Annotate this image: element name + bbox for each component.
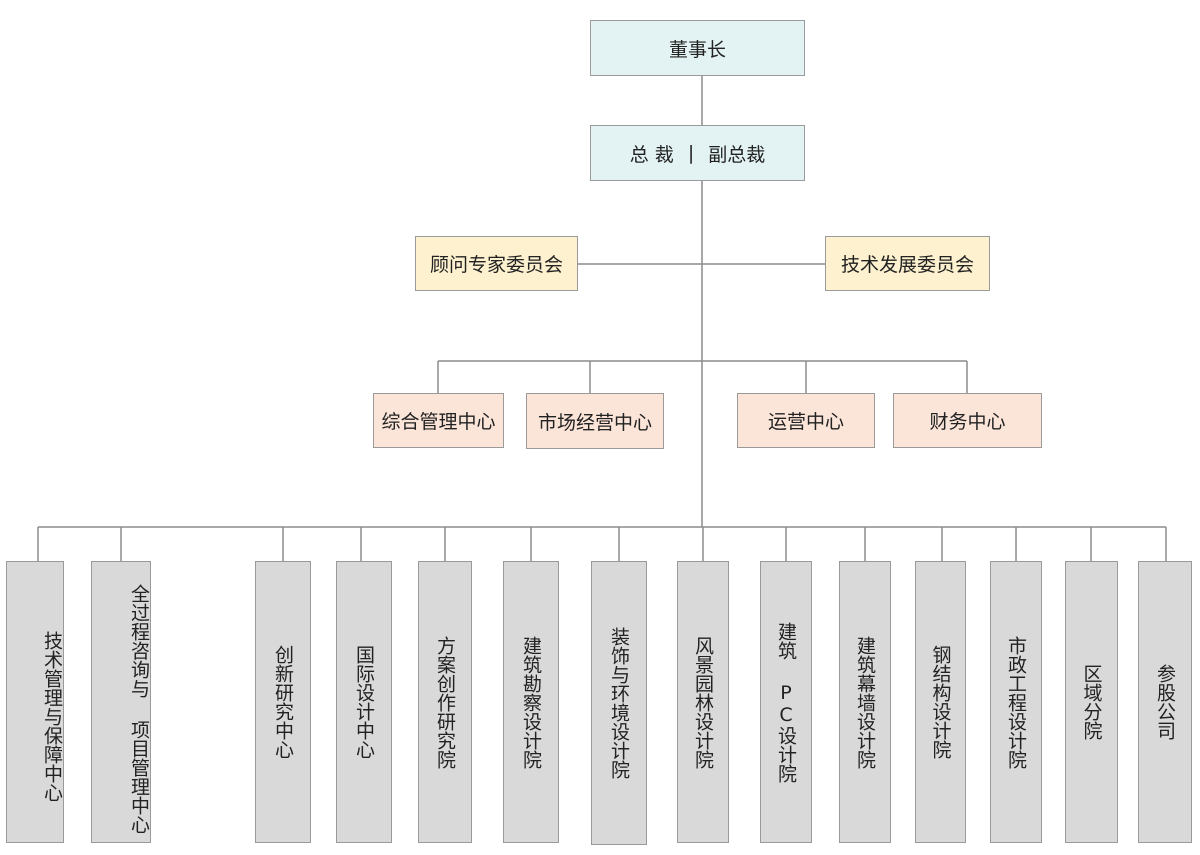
unit-label: 全过程咨询与 项目管理中心 bbox=[128, 584, 150, 834]
unit-innovation-research: 创新研究中心 bbox=[255, 561, 311, 843]
unit-label: 风景园林设计院 bbox=[692, 635, 714, 769]
center-label: 综合管理中心 bbox=[381, 411, 496, 433]
unit-building-pc-design: 建筑 PC设计院 bbox=[760, 561, 812, 843]
unit-affiliated-companies: 参股公司 bbox=[1138, 561, 1192, 843]
unit-label: 市政工程设计院 bbox=[1005, 635, 1027, 769]
center-label: 市场经营中心 bbox=[537, 411, 652, 434]
vice-president-label: 副总裁 bbox=[708, 143, 766, 166]
unit-label: 区域分院 bbox=[1080, 664, 1103, 740]
unit-whole-process-consulting: 全过程咨询与 项目管理中心 bbox=[91, 561, 151, 843]
center-label: 财务中心 bbox=[929, 411, 1006, 433]
unit-label: 建筑幕墙设计院 bbox=[854, 635, 876, 769]
unit-curtain-wall-design: 建筑幕墙设计院 bbox=[839, 561, 891, 843]
unit-landscape-architecture: 风景园林设计院 bbox=[677, 561, 729, 843]
unit-tech-management: 技术管理与保障中心 bbox=[6, 561, 64, 843]
unit-label: 技术管理与保障中心 bbox=[41, 631, 63, 802]
unit-decoration-environment: 装饰与环境设计院 bbox=[591, 561, 647, 845]
unit-municipal-engineering: 市政工程设计院 bbox=[990, 561, 1042, 843]
center-label: 运营中心 bbox=[767, 411, 844, 433]
chairman-box: 董事长 bbox=[590, 20, 805, 76]
executive-separator: | bbox=[687, 142, 695, 164]
unit-label: 国际设计中心 bbox=[353, 645, 375, 759]
center-finance: 财务中心 bbox=[893, 393, 1042, 448]
unit-international-design: 国际设计中心 bbox=[336, 561, 392, 843]
unit-label: 装饰与环境设计院 bbox=[608, 627, 630, 779]
unit-architectural-survey: 建筑勘察设计院 bbox=[503, 561, 559, 843]
chairman-label: 董事长 bbox=[668, 38, 726, 61]
unit-label: 建筑勘察设计院 bbox=[520, 635, 542, 769]
tech-development-committee-box: 技术发展委员会 bbox=[825, 236, 990, 291]
executive-box: 总 裁 | 副总裁 bbox=[590, 125, 805, 181]
unit-regional-branch: 区域分院 bbox=[1065, 561, 1118, 843]
unit-scheme-creation: 方案创作研究院 bbox=[418, 561, 472, 843]
unit-label: 创新研究中心 bbox=[272, 645, 294, 759]
president-label: 总 裁 bbox=[629, 143, 674, 166]
unit-label: 建筑 PC设计院 bbox=[775, 621, 797, 783]
unit-label: 方案创作研究院 bbox=[434, 635, 456, 769]
center-general-management: 综合管理中心 bbox=[373, 393, 504, 448]
advisory-committee-box: 顾问专家委员会 bbox=[415, 236, 578, 291]
unit-label: 钢结构设计院 bbox=[929, 645, 952, 759]
center-operations: 运营中心 bbox=[737, 393, 875, 448]
tech-development-committee-label: 技术发展委员会 bbox=[840, 254, 974, 276]
unit-label: 参股公司 bbox=[1154, 664, 1176, 740]
unit-steel-structure-design: 钢结构设计院 bbox=[915, 561, 966, 843]
advisory-committee-label: 顾问专家委员会 bbox=[429, 254, 563, 276]
center-market-operation: 市场经营中心 bbox=[526, 393, 664, 449]
